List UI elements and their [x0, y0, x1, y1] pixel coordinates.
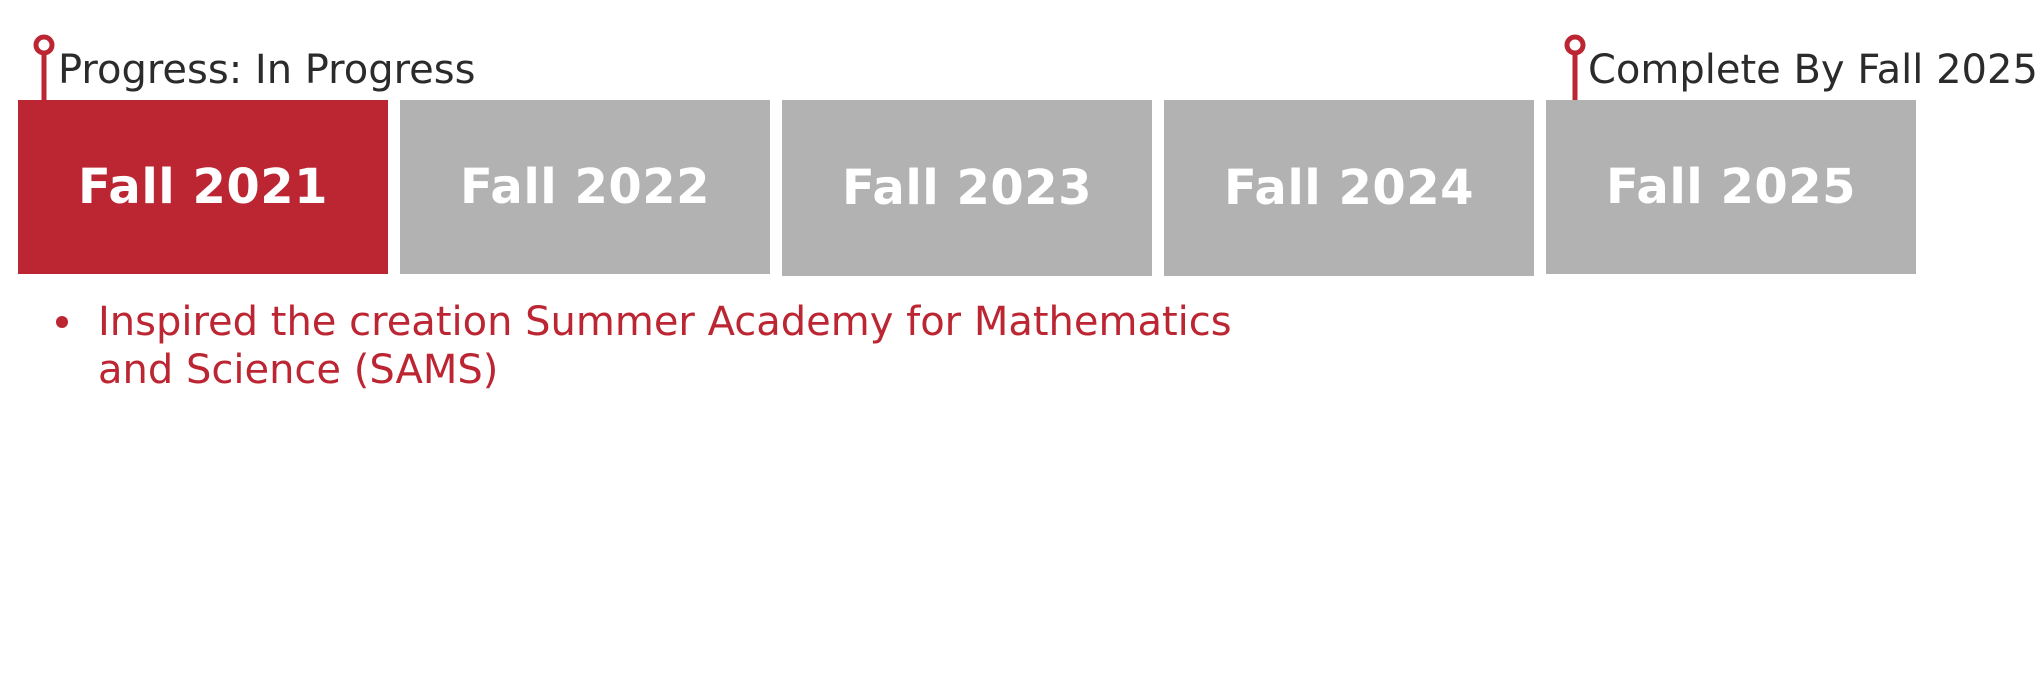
progress-marker-icon [30, 34, 58, 100]
timeline-segment-fall-2022: Fall 2022 [400, 100, 770, 274]
segment-label: Fall 2022 [459, 159, 711, 215]
list-item: Inspired the creation Summer Academy for… [50, 298, 1310, 394]
segment-label: Fall 2024 [1223, 160, 1475, 216]
timeline-segment-fall-2024: Fall 2024 [1164, 100, 1534, 276]
segment-label: Fall 2021 [77, 159, 329, 215]
bullet-dot-icon [56, 316, 68, 328]
note-text: Inspired the creation Summer Academy for… [98, 299, 1232, 393]
timeline-segment-fall-2025: Fall 2025 [1546, 100, 1916, 274]
target-completion-label: Complete By Fall 2025 [1588, 47, 2038, 93]
target-marker-icon [1561, 34, 1589, 100]
segment-label: Fall 2025 [1605, 159, 1857, 215]
progress-status-label: Progress: In Progress [58, 47, 476, 93]
semester-timeline: Fall 2021 Fall 2022 Fall 2023 Fall 2024 … [18, 100, 1916, 276]
timeline-segment-fall-2021: Fall 2021 [18, 100, 388, 274]
segment-label: Fall 2023 [841, 160, 1093, 216]
timeline-segment-fall-2023: Fall 2023 [782, 100, 1152, 276]
notes-list: Inspired the creation Summer Academy for… [50, 298, 1310, 394]
